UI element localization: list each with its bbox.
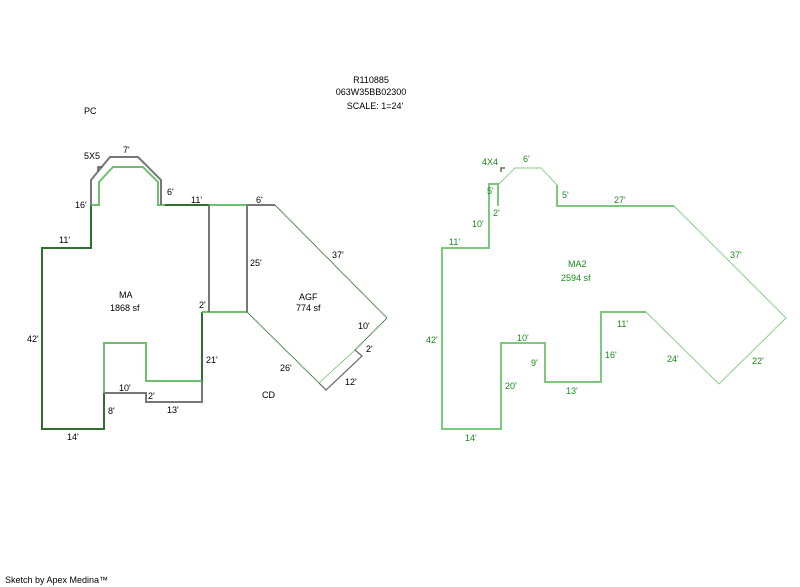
dim-ma2-left-42: 42'	[426, 335, 438, 345]
dim-agf-6: 6'	[256, 195, 263, 205]
dim-bay: 5X5	[84, 151, 100, 161]
dim-top-11: 11'	[191, 195, 202, 205]
dim-step-8: 8'	[108, 406, 115, 416]
agf-name: AGF	[299, 292, 318, 302]
ma2-area: 2594 sf	[561, 273, 591, 283]
dim-agf-37: 37'	[332, 250, 344, 260]
bay-marker-5x5	[97, 166, 102, 171]
pc-label: PC	[84, 106, 97, 116]
dim-left-16: 16'	[75, 200, 87, 210]
agf-area: 774 sf	[296, 303, 321, 313]
dim-ma2-top-6: 6'	[523, 154, 530, 164]
pc-bay-outline	[90, 156, 162, 205]
dim-left-42: 42'	[27, 334, 39, 344]
dim-agf-12: 12'	[345, 377, 357, 387]
bay-marker-4x4	[500, 167, 505, 172]
map-number: 063W35BB02300	[335, 87, 407, 97]
dim-ma2-bay-left-5: 5'	[487, 186, 494, 196]
dim-ma2-top-27: 27'	[614, 195, 626, 205]
dim-ma2-inner-10: 10'	[517, 333, 529, 343]
dim-right-2: 2'	[199, 300, 206, 310]
dim-bay-right: 6'	[167, 187, 174, 197]
dim-ma2-step-2: 2'	[493, 208, 500, 218]
agf-diag-37	[274, 204, 388, 319]
dim-agf-25: 25'	[250, 258, 262, 268]
agf-diag-26	[246, 311, 320, 384]
dim-ma2-diag-24: 24'	[667, 354, 679, 364]
dim-right-21: 21'	[206, 355, 218, 365]
ma-notch	[103, 342, 202, 393]
ma-bay-inner	[91, 166, 165, 206]
scale-label: SCALE: 1=24'	[346, 101, 404, 111]
dim-step-10: 10'	[119, 383, 131, 393]
ma2-diag-22	[718, 317, 787, 385]
ma2-outline	[441, 183, 646, 430]
dim-agf-10: 10'	[358, 321, 370, 331]
ma2-diag-24	[645, 311, 720, 385]
ma2-diag-37	[673, 205, 787, 319]
dim-agf-26: 26'	[280, 363, 292, 373]
cd-outline	[318, 349, 363, 391]
sketch-credit: Sketch by Apex Medina™	[5, 575, 109, 585]
agf-diag-10	[354, 317, 388, 351]
left-sketch: PC CD MA 1868 sf AGF 774 sf 5X5 7' 6' 16…	[27, 106, 388, 442]
ma2-name: MA2	[568, 259, 587, 269]
agf-diag-10-light	[318, 349, 356, 384]
dim-ma2-inner-13: 13'	[566, 386, 578, 396]
dim-ma2-diag-37: 37'	[730, 250, 742, 260]
cd-label: CD	[262, 390, 275, 400]
ma2-top	[556, 185, 674, 207]
dim-ma2-inner-16: 16'	[605, 350, 617, 360]
ma-name: MA	[119, 290, 133, 300]
dim-ma2-diag-22: 22'	[752, 356, 764, 366]
step-gray	[104, 381, 203, 403]
dim-agf-2: 2'	[366, 344, 373, 354]
dim-ma2-inner-9: 9'	[531, 358, 538, 368]
dim-step-2: 2'	[148, 391, 155, 401]
dim-ma2-step-11: 11'	[449, 237, 460, 247]
dim-left-11: 11'	[59, 235, 70, 245]
parcel-id: R110885	[353, 75, 389, 85]
dim-bottom-14: 14'	[67, 432, 79, 442]
dim-ma2-bay-right-5: 5'	[562, 190, 569, 200]
right-sketch: MA2 2594 sf 4X4 6' 5' 5' 2' 10' 11' 27' …	[426, 154, 787, 443]
ma-outline-left	[41, 205, 105, 430]
dim-ma2-bay: 4X4	[482, 157, 498, 167]
dim-ma2-bottom-14: 14'	[465, 433, 477, 443]
dim-ma2-inner-11: 11'	[617, 319, 628, 329]
dim-bay-top: 7'	[123, 145, 130, 155]
ma-area: 1868 sf	[110, 303, 140, 313]
ma2-bay-sides	[497, 167, 558, 186]
dim-step-13: 13'	[167, 405, 179, 415]
dim-ma2-step-10: 10'	[472, 219, 484, 229]
dim-ma2-inner-20: 20'	[505, 381, 517, 391]
